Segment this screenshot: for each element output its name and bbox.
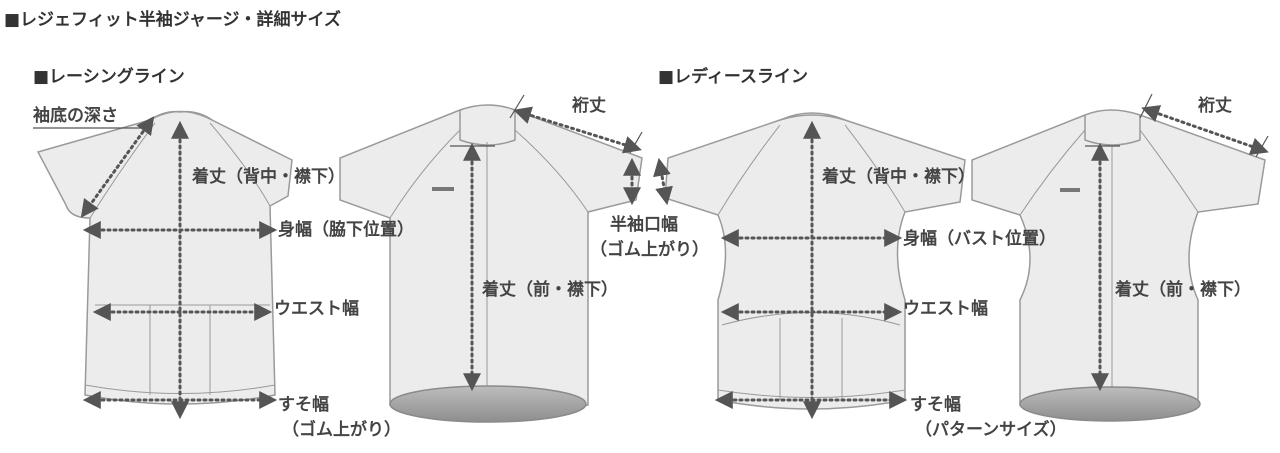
ladies-back-jersey <box>664 112 966 410</box>
label-body-width-armpit: 身幅（脇下位置） <box>278 220 414 240</box>
label-sleeve-opening-note: （ゴム上がり） <box>590 240 709 260</box>
ladies-front-jersey <box>971 109 1266 422</box>
page-title: ■レジェフィット半袖ジャージ・詳細サイズ <box>4 10 342 30</box>
reference-ticks <box>33 93 1269 158</box>
label-body-width-bust: 身幅（バスト位置） <box>903 229 1056 249</box>
measurement-lines <box>80 105 1269 420</box>
label-hem-width-ladies: すそ幅 <box>910 395 961 415</box>
racing-back-jersey <box>36 110 293 405</box>
section-ladies-title: ■レディースライン <box>658 67 809 87</box>
label-length-back: 着丈（背中・襟下） <box>192 167 345 187</box>
label-sleeve-depth: 袖底の深さ <box>33 106 118 126</box>
label-hem-width-note: （ゴム上がり） <box>282 420 401 440</box>
label-hem-width-pattern-note: （パターンサイズ） <box>915 420 1067 440</box>
label-length-front: 着丈（前・襟下） <box>482 280 618 300</box>
label-waist-width-ladies: ウエスト幅 <box>903 299 988 319</box>
label-sleeve-opening: 半袖口幅 <box>610 215 678 235</box>
label-waist-width: ウエスト幅 <box>274 299 359 319</box>
label-yuki-ladies: 裄丈 <box>1198 96 1232 116</box>
label-length-front-ladies: 着丈（前・襟下） <box>1115 280 1251 300</box>
racing-front-jersey <box>339 104 643 423</box>
label-hem-width: すそ幅 <box>278 395 329 415</box>
section-racing-title: ■レーシングライン <box>33 67 185 87</box>
label-yuki-racing: 裄丈 <box>572 96 606 116</box>
label-length-back-ladies: 着丈（背中・襟下） <box>822 167 975 187</box>
